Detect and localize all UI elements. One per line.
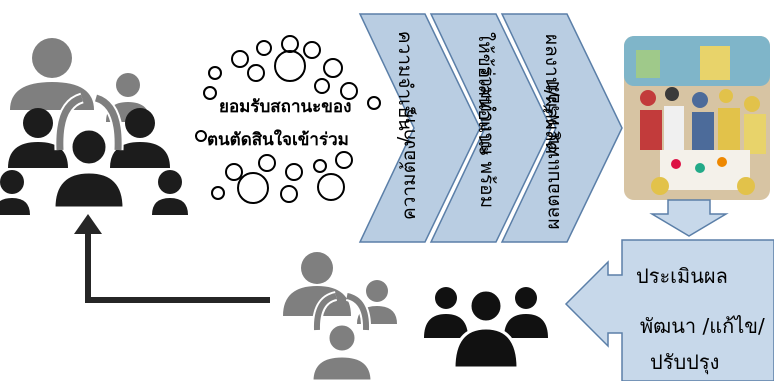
down-arrow <box>649 199 729 237</box>
feedback-arrow <box>74 214 270 303</box>
activity-photo <box>624 36 770 200</box>
evaluation-line2: พัฒนา /แก้ไข/ <box>640 314 765 338</box>
chevron-step-1 <box>358 13 481 243</box>
chevron-step-2 <box>429 13 552 243</box>
circles-ring <box>195 35 381 204</box>
acceptance-text-line2: ตนตัดสินใจเข้าร่วม <box>207 130 349 150</box>
chevron-step-3 <box>500 13 623 243</box>
group-people-icon <box>0 38 188 215</box>
acceptance-text-line1: ยอมรับสถานะของ <box>219 97 352 117</box>
chevron-2-text-b: ให้ข้อเสนอแนะ <box>474 32 496 157</box>
team-people-icon <box>424 287 548 370</box>
evaluation-title: ประเมินผล <box>636 264 728 288</box>
evaluation-line3: ปรับปรุง <box>650 350 720 374</box>
process-chevrons <box>358 13 623 243</box>
chevron-3-text-b: ผลงาน/ผลผลิต <box>541 34 563 155</box>
evaluation-callout <box>564 239 774 381</box>
person-raised-arms-icon <box>283 252 397 381</box>
chevron-1-text-b: ความจำเป็น / <box>394 30 416 144</box>
